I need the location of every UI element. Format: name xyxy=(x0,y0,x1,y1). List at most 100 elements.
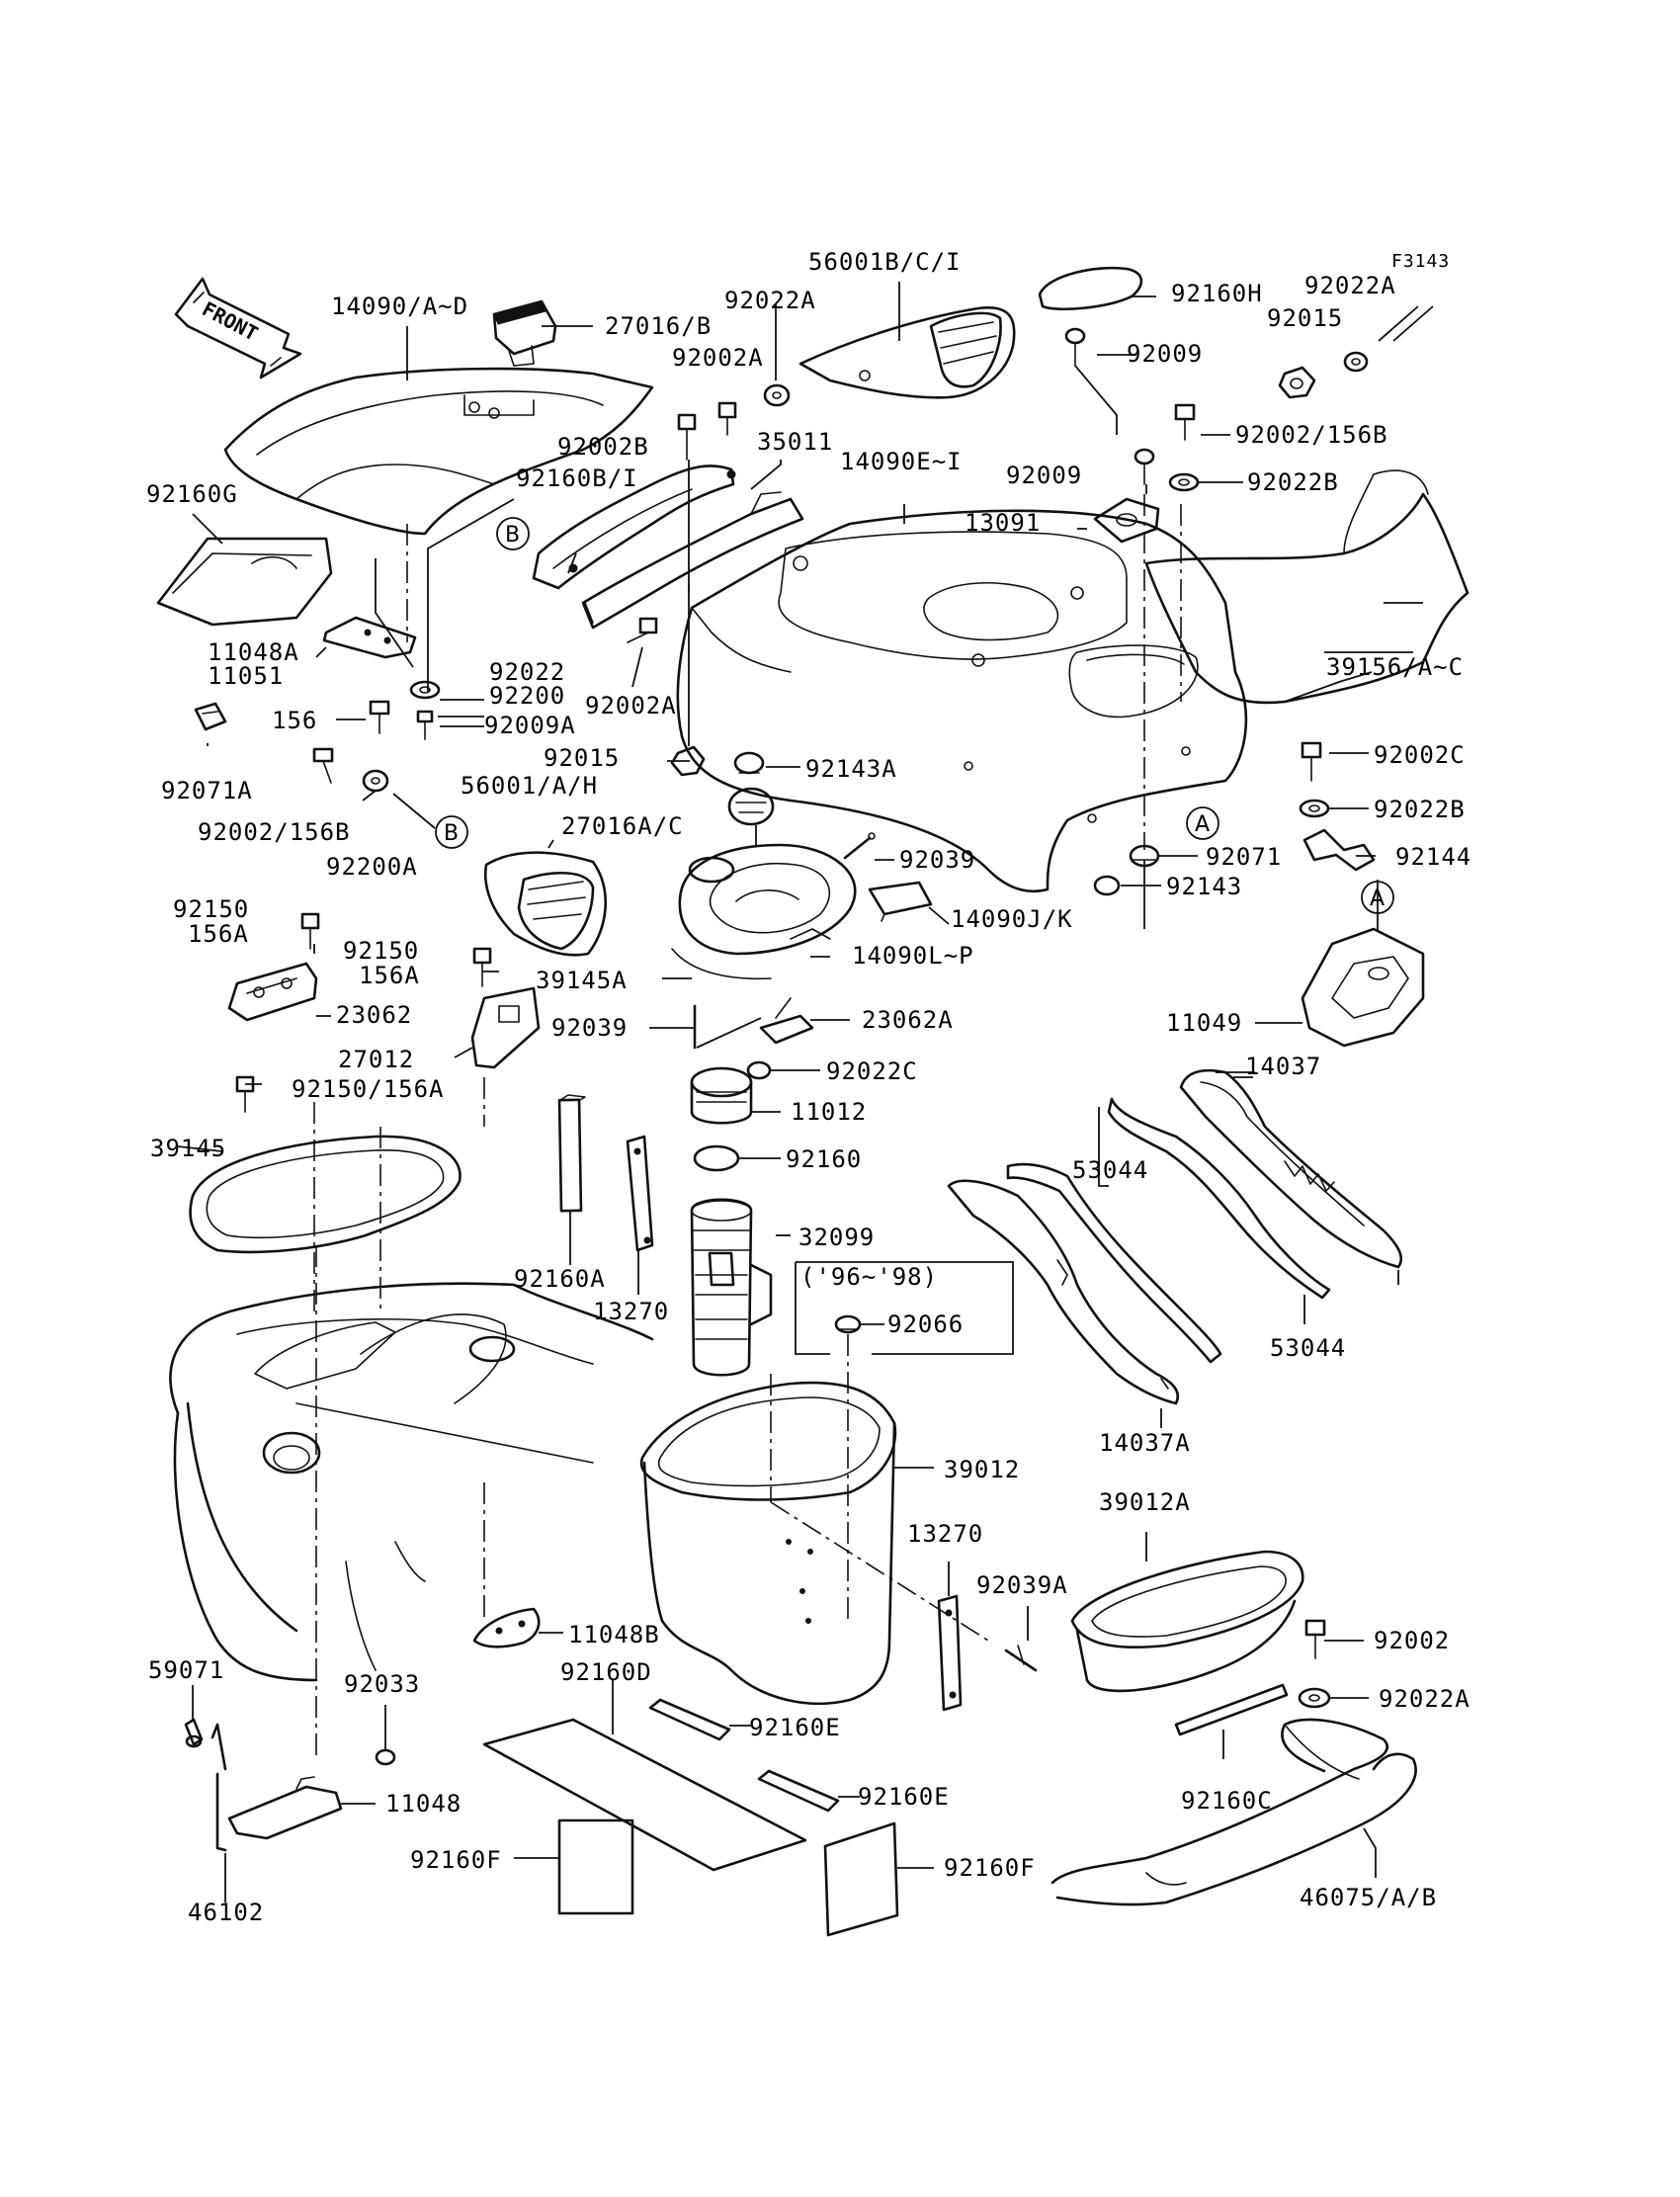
bracket-35011-part xyxy=(581,491,804,630)
rail-14037-part xyxy=(1179,1068,1403,1269)
pad-92160e-lower-part xyxy=(757,1769,840,1813)
rod-46102-part xyxy=(210,1723,227,1852)
bolt-92002c-part xyxy=(1301,741,1322,782)
label-92022b-lower: 92022B xyxy=(1374,796,1466,823)
lower-hull-part xyxy=(169,1282,654,1682)
diagram-code: F3143 xyxy=(1391,251,1450,272)
label-11012: 11012 xyxy=(791,1098,867,1126)
pin-92039a-part xyxy=(1004,1645,1038,1672)
label-39145: 39145 xyxy=(150,1135,226,1162)
bolt-92002-156b-right-part xyxy=(1174,403,1196,441)
nut-92015-center-part xyxy=(670,745,706,777)
rail-14037a-part xyxy=(947,1179,1180,1405)
label-32099: 32099 xyxy=(798,1224,875,1251)
label-14090j-k: 14090J/K xyxy=(951,905,1073,933)
label-92150-upper: 92150 xyxy=(173,895,249,923)
callout-marker-b-lower: B xyxy=(435,815,468,849)
seat-cover-part xyxy=(223,367,654,536)
label-92033: 92033 xyxy=(344,1670,420,1698)
label-92039-upper: 92039 xyxy=(899,846,975,874)
label-23062a: 23062A xyxy=(862,1006,954,1034)
pad-92160d-part xyxy=(482,1718,807,1872)
label-27016a-c: 27016A/C xyxy=(561,812,684,840)
label-92143a: 92143A xyxy=(805,755,897,783)
nut-92033-part xyxy=(375,1748,396,1766)
label-92009-upper: 92009 xyxy=(1127,340,1203,368)
label-35011: 35011 xyxy=(757,428,833,456)
tray-39012a-part xyxy=(1070,1550,1304,1693)
label-92160: 92160 xyxy=(786,1145,862,1173)
rail-53044-left-part xyxy=(1006,1162,1222,1364)
label-156a-mid: 156A xyxy=(359,962,420,989)
label-27016-b: 27016/B xyxy=(605,312,712,340)
grommet-92143a-part xyxy=(733,751,765,775)
year-note-label: ('96~'98) xyxy=(800,1263,938,1291)
label-92002b: 92002B xyxy=(557,433,649,461)
bolt-92009a-part xyxy=(416,710,434,740)
label-92071: 92071 xyxy=(1206,843,1282,871)
label-39012a: 39012A xyxy=(1099,1488,1191,1516)
label-92015-center: 92015 xyxy=(544,744,620,772)
rail-53044-right-part xyxy=(1107,1097,1331,1300)
leader-lines xyxy=(177,282,1434,1902)
mirror-56001ah-part xyxy=(483,851,608,957)
label-14037a: 14037A xyxy=(1099,1429,1191,1457)
label-92160e-lower: 92160E xyxy=(858,1783,950,1811)
label-56001b-c-i: 56001B/C/I xyxy=(808,248,962,276)
label-92022b-upper: 92022B xyxy=(1247,468,1339,496)
label-39012: 39012 xyxy=(944,1456,1020,1483)
clip-92071a-part xyxy=(194,702,227,731)
label-92022a-topright: 92022A xyxy=(1304,272,1396,299)
label-13270-left: 13270 xyxy=(593,1298,669,1325)
bolt-92002a-lower-part xyxy=(627,617,658,643)
svg-text:A: A xyxy=(1195,812,1210,837)
callout-marker-a-upper: A xyxy=(1186,806,1219,840)
pad-92160g-part xyxy=(156,537,333,627)
gasket-39145a-part xyxy=(671,948,772,980)
label-59071: 59071 xyxy=(148,1656,224,1684)
part-number-labels: 14090/A~D 27016/B 92022A 56001B/C/I 9216… xyxy=(146,248,1470,1926)
gasket-92160-part xyxy=(693,1144,740,1172)
label-39156-a-c: 39156/A~C xyxy=(1326,653,1464,681)
bracket-11048b-part xyxy=(472,1607,541,1648)
latch-27012-part xyxy=(470,986,541,1069)
bumper-46075ab-part xyxy=(1050,1718,1417,1906)
label-92160f-left: 92160F xyxy=(410,1846,502,1874)
label-92071a: 92071A xyxy=(161,777,253,804)
washer-92022a-top-part xyxy=(763,383,791,407)
washer-92200a-part xyxy=(362,769,389,793)
washer-92022b-lower-part xyxy=(1299,799,1330,818)
cap-11012-part xyxy=(690,1066,753,1125)
hinge-23062a-part xyxy=(759,997,814,1045)
label-11048a: 11048A xyxy=(208,638,299,666)
label-92200: 92200 xyxy=(489,682,565,710)
strap-13270-left-part xyxy=(626,1135,654,1252)
label-92160c: 92160C xyxy=(1181,1787,1273,1815)
label-11048b: 11048B xyxy=(568,1621,660,1648)
label-92002-156b-right: 92002/156B xyxy=(1235,421,1388,449)
label-156a-upper: 156A xyxy=(188,920,249,948)
bucket-39012-part xyxy=(639,1381,897,1706)
label-27012: 27012 xyxy=(338,1046,414,1073)
label-14037: 14037 xyxy=(1245,1053,1321,1080)
label-23062: 23062 xyxy=(336,1001,412,1029)
label-92039a: 92039A xyxy=(976,1571,1068,1599)
label-92160b-i: 92160B/I xyxy=(516,465,638,492)
nut-92015-top-part xyxy=(1278,366,1316,399)
bolt-156-part xyxy=(369,700,390,734)
bolt-92002a-upper-part xyxy=(717,401,737,436)
label-46075-a-b: 46075/A/B xyxy=(1300,1884,1437,1911)
plate-13091-part xyxy=(1093,497,1160,544)
bolt-92002-156b-left-part xyxy=(312,747,334,784)
label-92066: 92066 xyxy=(887,1310,964,1338)
clamp-92144-part xyxy=(1302,828,1376,872)
label-92002-156b-left: 92002/156B xyxy=(198,818,351,846)
label-92160f-right: 92160F xyxy=(944,1854,1036,1882)
label-53044-upper: 53044 xyxy=(1072,1156,1148,1184)
washer-92022a-lower-part xyxy=(1298,1687,1331,1709)
svg-text:B: B xyxy=(505,523,520,548)
label-92160d: 92160D xyxy=(560,1658,652,1686)
washer-92022c-part xyxy=(746,1060,772,1080)
label-46102: 46102 xyxy=(188,1899,264,1926)
